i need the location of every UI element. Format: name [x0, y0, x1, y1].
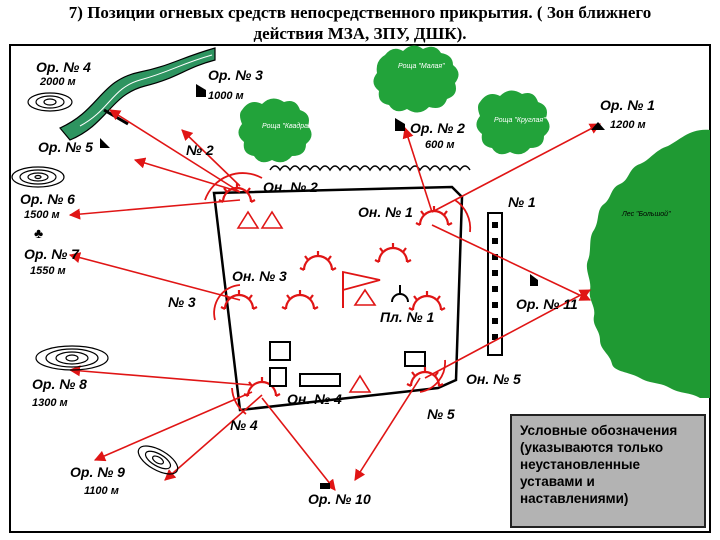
op7-distance: 1550 м [30, 265, 66, 277]
sector-5-label: № 5 [427, 406, 455, 422]
on1-label: Он. № 1 [358, 204, 413, 220]
op6-label: Ор. № 6 [20, 191, 75, 207]
runway-markers [492, 222, 498, 340]
forest-label: Лес "Большой" [621, 210, 671, 218]
aa-emplacements [218, 183, 453, 397]
op7-label: Ор. № 7 [24, 246, 80, 262]
op9-distance: 1100 м [84, 485, 119, 497]
op1-label: Ор. № 1 [600, 97, 655, 113]
legend-line-1: Условные обозначения [520, 423, 678, 438]
tree-icon: ♣ [34, 225, 43, 241]
op2-label: Ор. № 2 [410, 120, 465, 136]
on3-label: Он. № 3 [232, 268, 287, 284]
platoon-symbol [391, 293, 409, 303]
sector-1-label: № 1 [508, 194, 536, 210]
op4-label: Ор. № 4 [36, 59, 91, 75]
op6-distance: 1500 м [24, 209, 60, 221]
op8-label: Ор. № 8 [32, 376, 87, 392]
command-post-flag [342, 270, 381, 308]
shelters [269, 341, 426, 387]
sector-2-label: № 2 [186, 142, 214, 158]
labels: Ор. № 4 2000 м Ор. № 3 1000 м Ор. № 2 60… [20, 59, 655, 507]
op8-distance: 1300 м [32, 397, 68, 409]
op9-label: Ор. № 9 [70, 464, 125, 480]
on4-label: Он. № 4 [287, 391, 342, 407]
sector-arcs [204, 172, 472, 415]
op3-label: Ор. № 3 [208, 67, 263, 83]
legend-line-5: наставлениями) [520, 491, 629, 506]
sector-4-label: № 4 [230, 417, 258, 433]
sector-3-label: № 3 [168, 294, 196, 310]
zpu-triangles [236, 210, 377, 393]
river-bank-line [79, 54, 213, 127]
fire-direction-arrows [68, 109, 601, 491]
grove-kruglaya-label: Роща "Круглая" [494, 117, 546, 124]
legend-line-2: (указываются только [520, 440, 664, 455]
observation-markers [100, 84, 605, 489]
op1-distance: 1200 м [610, 119, 646, 131]
wire-fence [269, 165, 471, 172]
legend-box: Условные обозначения (указываются только… [510, 414, 706, 528]
grove-kvadratnaya: Роща "Квадратная" [238, 98, 328, 163]
op5-label: Ор. № 5 [38, 139, 93, 155]
op11-label: Ор. № 11 [516, 296, 578, 312]
on5-label: Он. № 5 [466, 371, 521, 387]
river [59, 47, 216, 141]
op2-distance: 600 м [425, 139, 455, 151]
bridge [103, 108, 129, 126]
op4-distance: 2000 м [39, 76, 76, 88]
grove-malaya-label: Роща "Малая" [398, 63, 445, 70]
grove-kvadratnaya-label: Роща "Квадратная" [262, 122, 328, 130]
page-title-line-1: 7) Позиции огневых средств непосредствен… [68, 3, 652, 22]
on2-label: Он. № 2 [263, 179, 318, 195]
page-title: 7) Позиции огневых средств непосредствен… [0, 2, 720, 44]
page-title-line-2: действия МЗА, ЗПУ, ДШК). [253, 24, 467, 43]
forest-bolshoy [586, 129, 710, 398]
terrain-contours [11, 92, 179, 475]
op3-distance: 1000 м [208, 90, 244, 102]
op10-label: Ор. № 10 [308, 491, 371, 507]
grove-kruglaya: Роща "Круглая" [476, 90, 550, 155]
defended-area [212, 185, 464, 412]
grove-malaya: Роща "Малая" [373, 45, 459, 113]
pl1-label: Пл. № 1 [380, 309, 434, 325]
runway-strip [487, 212, 503, 356]
legend-line-4: уставами и [520, 474, 595, 489]
legend-line-3: неустановленные [520, 457, 641, 472]
